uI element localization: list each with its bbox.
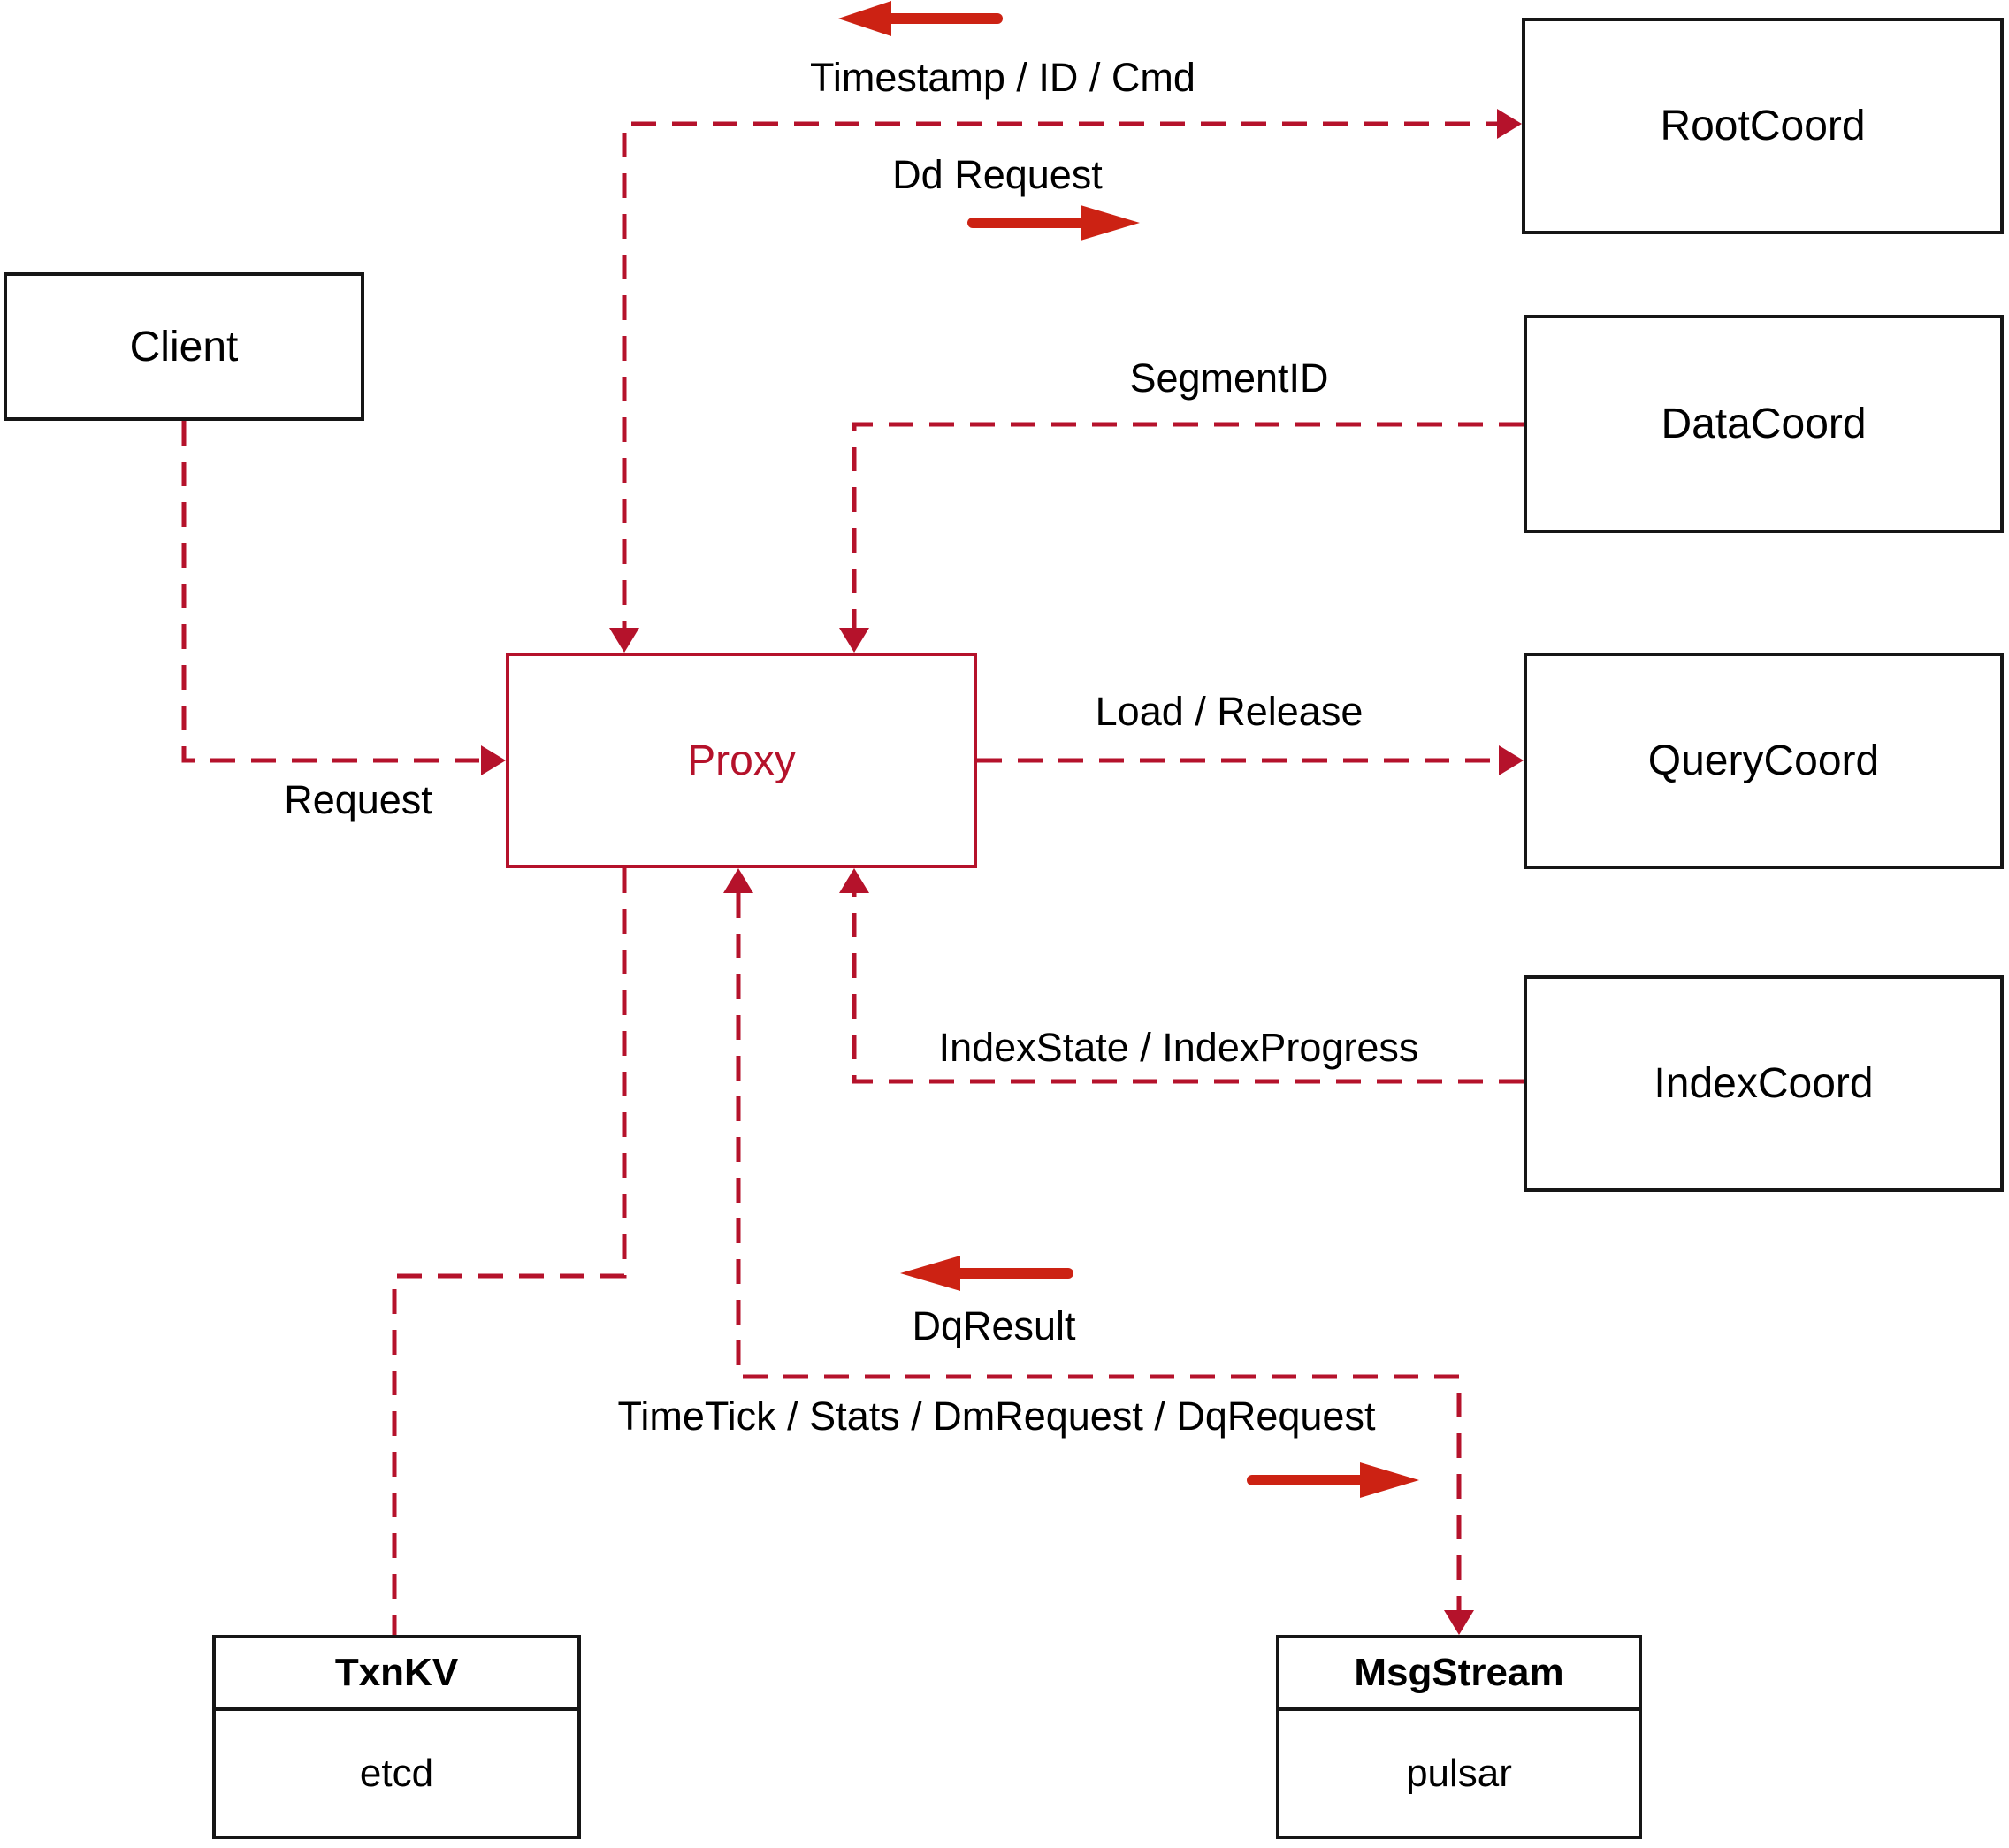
edge-client-proxy (181, 421, 482, 763)
direction-arrow-proxy-to-rootcoord-icon (967, 205, 1140, 241)
direction-arrow-msgstream-to-proxy-icon (900, 1256, 1073, 1291)
edge-label-timetick-stats: TimeTick / Stats / DmRequest / DqRequest (617, 1394, 1376, 1439)
node-datacoord-label: DataCoord (1661, 401, 1867, 447)
arrowhead-into-proxy-top-right-icon (839, 628, 869, 653)
arrowhead-into-msgstream-icon (1444, 1610, 1474, 1635)
arrowhead-into-rootcoord-icon (1497, 109, 1522, 139)
edge-label-load-release: Load / Release (1095, 689, 1364, 734)
edge-proxy-msgstream (736, 893, 1462, 1611)
node-msgstream-title: MsgStream (1279, 1638, 1639, 1711)
arrowhead-into-proxy-bottom-right-icon (839, 868, 869, 893)
node-querycoord-label: QueryCoord (1647, 737, 1880, 784)
node-txnkv-subtitle: etcd (359, 1751, 434, 1795)
edge-proxy-txnkv (392, 868, 627, 1635)
node-proxy-label: Proxy (687, 737, 796, 784)
node-client: Client (4, 272, 364, 421)
node-indexcoord-label: IndexCoord (1654, 1060, 1874, 1107)
direction-arrow-rootcoord-to-proxy-icon (838, 1, 1003, 36)
node-indexcoord: IndexCoord (1524, 975, 2004, 1192)
node-proxy: Proxy (506, 653, 977, 868)
node-txnkv: TxnKV etcd (212, 1635, 581, 1839)
direction-arrow-proxy-to-msgstream-icon (1247, 1462, 1419, 1498)
node-msgstream: MsgStream pulsar (1276, 1635, 1642, 1839)
edge-datacoord-proxy (852, 422, 1524, 630)
edge-proxy-rootcoord (622, 121, 1498, 645)
node-datacoord: DataCoord (1524, 315, 2004, 533)
arrowhead-into-proxy-bottom-left-icon (723, 868, 753, 893)
edge-label-dd-request: Dd Request (892, 152, 1103, 197)
edge-indexcoord-proxy (852, 893, 1524, 1084)
edge-label-dq-result: DqResult (912, 1303, 1076, 1348)
edge-label-segment-id: SegmentID (1129, 355, 1329, 401)
edge-label-timestamp-id-cmd: Timestamp / ID / Cmd (810, 55, 1195, 100)
arrowhead-into-querycoord-icon (1499, 745, 1524, 775)
edge-label-request: Request (284, 777, 432, 822)
node-rootcoord: RootCoord (1522, 18, 2004, 234)
arrowhead-into-proxy-left-icon (481, 745, 506, 775)
node-txnkv-title: TxnKV (216, 1638, 577, 1711)
node-querycoord: QueryCoord (1524, 653, 2004, 869)
node-msgstream-subtitle: pulsar (1406, 1751, 1512, 1795)
edge-label-index-state-progress: IndexState / IndexProgress (938, 1025, 1419, 1070)
arrowhead-into-proxy-top-left-icon (609, 628, 639, 653)
node-rootcoord-label: RootCoord (1660, 103, 1866, 149)
node-client-label: Client (129, 323, 239, 370)
